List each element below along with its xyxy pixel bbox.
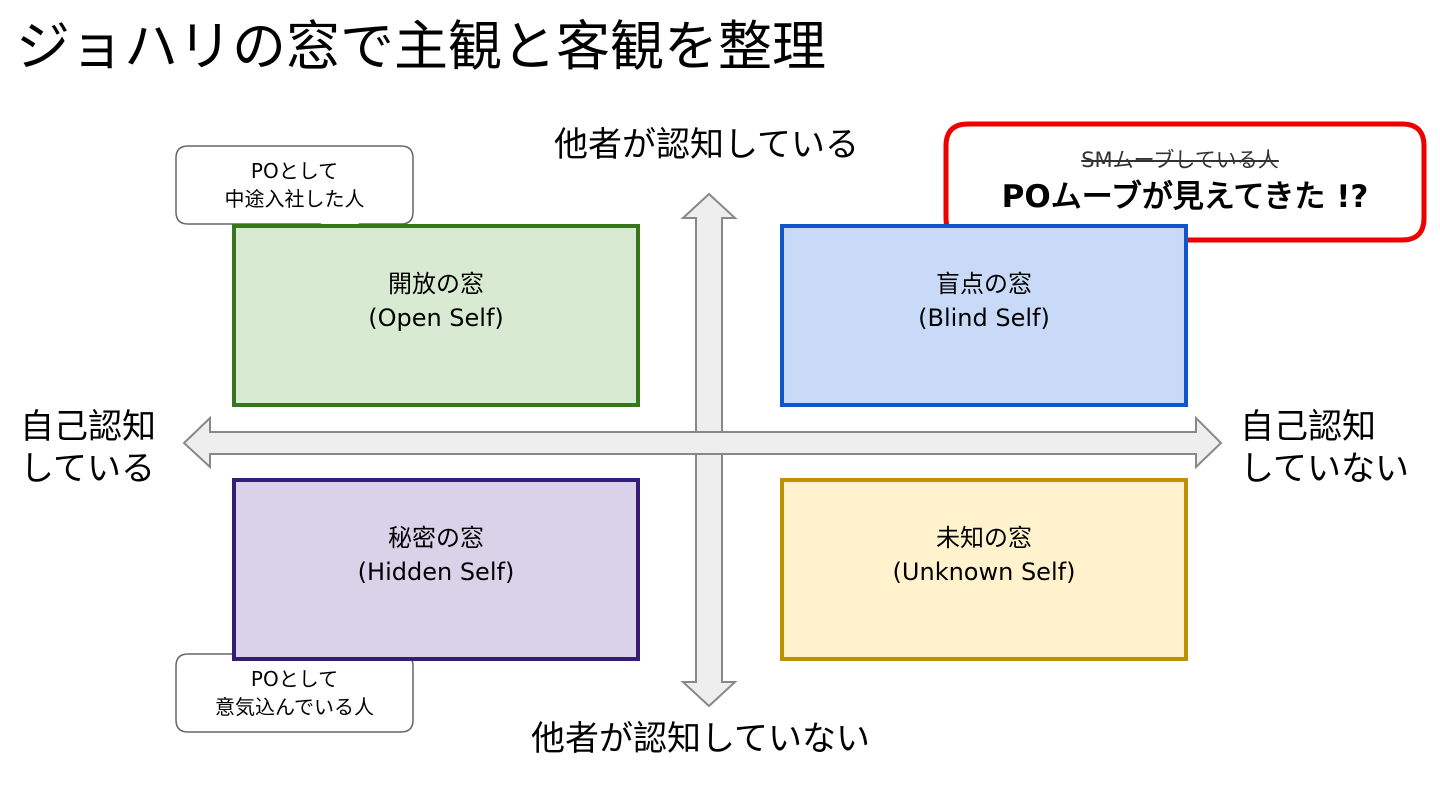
quadrant-unknown-label: 未知の窓 — [936, 523, 1032, 552]
quadrant-hidden-self: 秘密の窓 (Hidden Self) — [232, 478, 640, 661]
quadrant-blind-sub: (Blind Self) — [918, 303, 1050, 332]
quadrant-open-self: 開放の窓 (Open Self) — [232, 224, 640, 407]
quadrant-blind-self: 盲点の窓 (Blind Self) — [780, 224, 1188, 407]
axis-label-left-line2: している — [20, 449, 155, 489]
callout-bottom-left-line1: POとして — [250, 667, 339, 691]
quadrant-blind-label: 盲点の窓 — [936, 269, 1032, 298]
callout-highlight-struck-text: SMムーブしている人 — [1081, 148, 1279, 172]
callout-highlight-main-text: POムーブが見えてきた !? — [1001, 179, 1369, 215]
axis-label-right: 自己認知 していない — [1240, 406, 1409, 490]
callout-top-left-line1: POとして — [250, 159, 339, 183]
axis-label-right-line2: していない — [1240, 449, 1409, 489]
callout-top-left-line2: 中途入社した人 — [224, 187, 365, 211]
axis-label-right-line1: 自己認知 — [1240, 407, 1376, 447]
quadrant-open-sub: (Open Self) — [368, 303, 504, 332]
callout-bottom-left-text: POとして 意気込んでいる人 — [176, 665, 413, 721]
axis-label-bottom: 他者が認知していない — [531, 719, 870, 759]
axis-label-top: 他者が認知している — [554, 125, 859, 165]
callout-bottom-left-line2: 意気込んでいる人 — [215, 695, 374, 719]
quadrant-unknown-sub: (Unknown Self) — [892, 557, 1076, 586]
quadrant-hidden-sub: (Hidden Self) — [357, 557, 515, 586]
axis-label-left-line1: 自己認知 — [20, 407, 156, 447]
quadrant-unknown-self: 未知の窓 (Unknown Self) — [780, 478, 1188, 661]
page-title: ジョハリの窓で主観と客観を整理 — [16, 15, 826, 78]
quadrant-open-label: 開放の窓 — [388, 269, 484, 298]
axis-crossing — [697, 433, 721, 453]
axis-label-left: 自己認知 している — [20, 406, 156, 490]
quadrant-hidden-label: 秘密の窓 — [388, 523, 484, 552]
callout-top-left-text: POとして 中途入社した人 — [176, 157, 413, 213]
